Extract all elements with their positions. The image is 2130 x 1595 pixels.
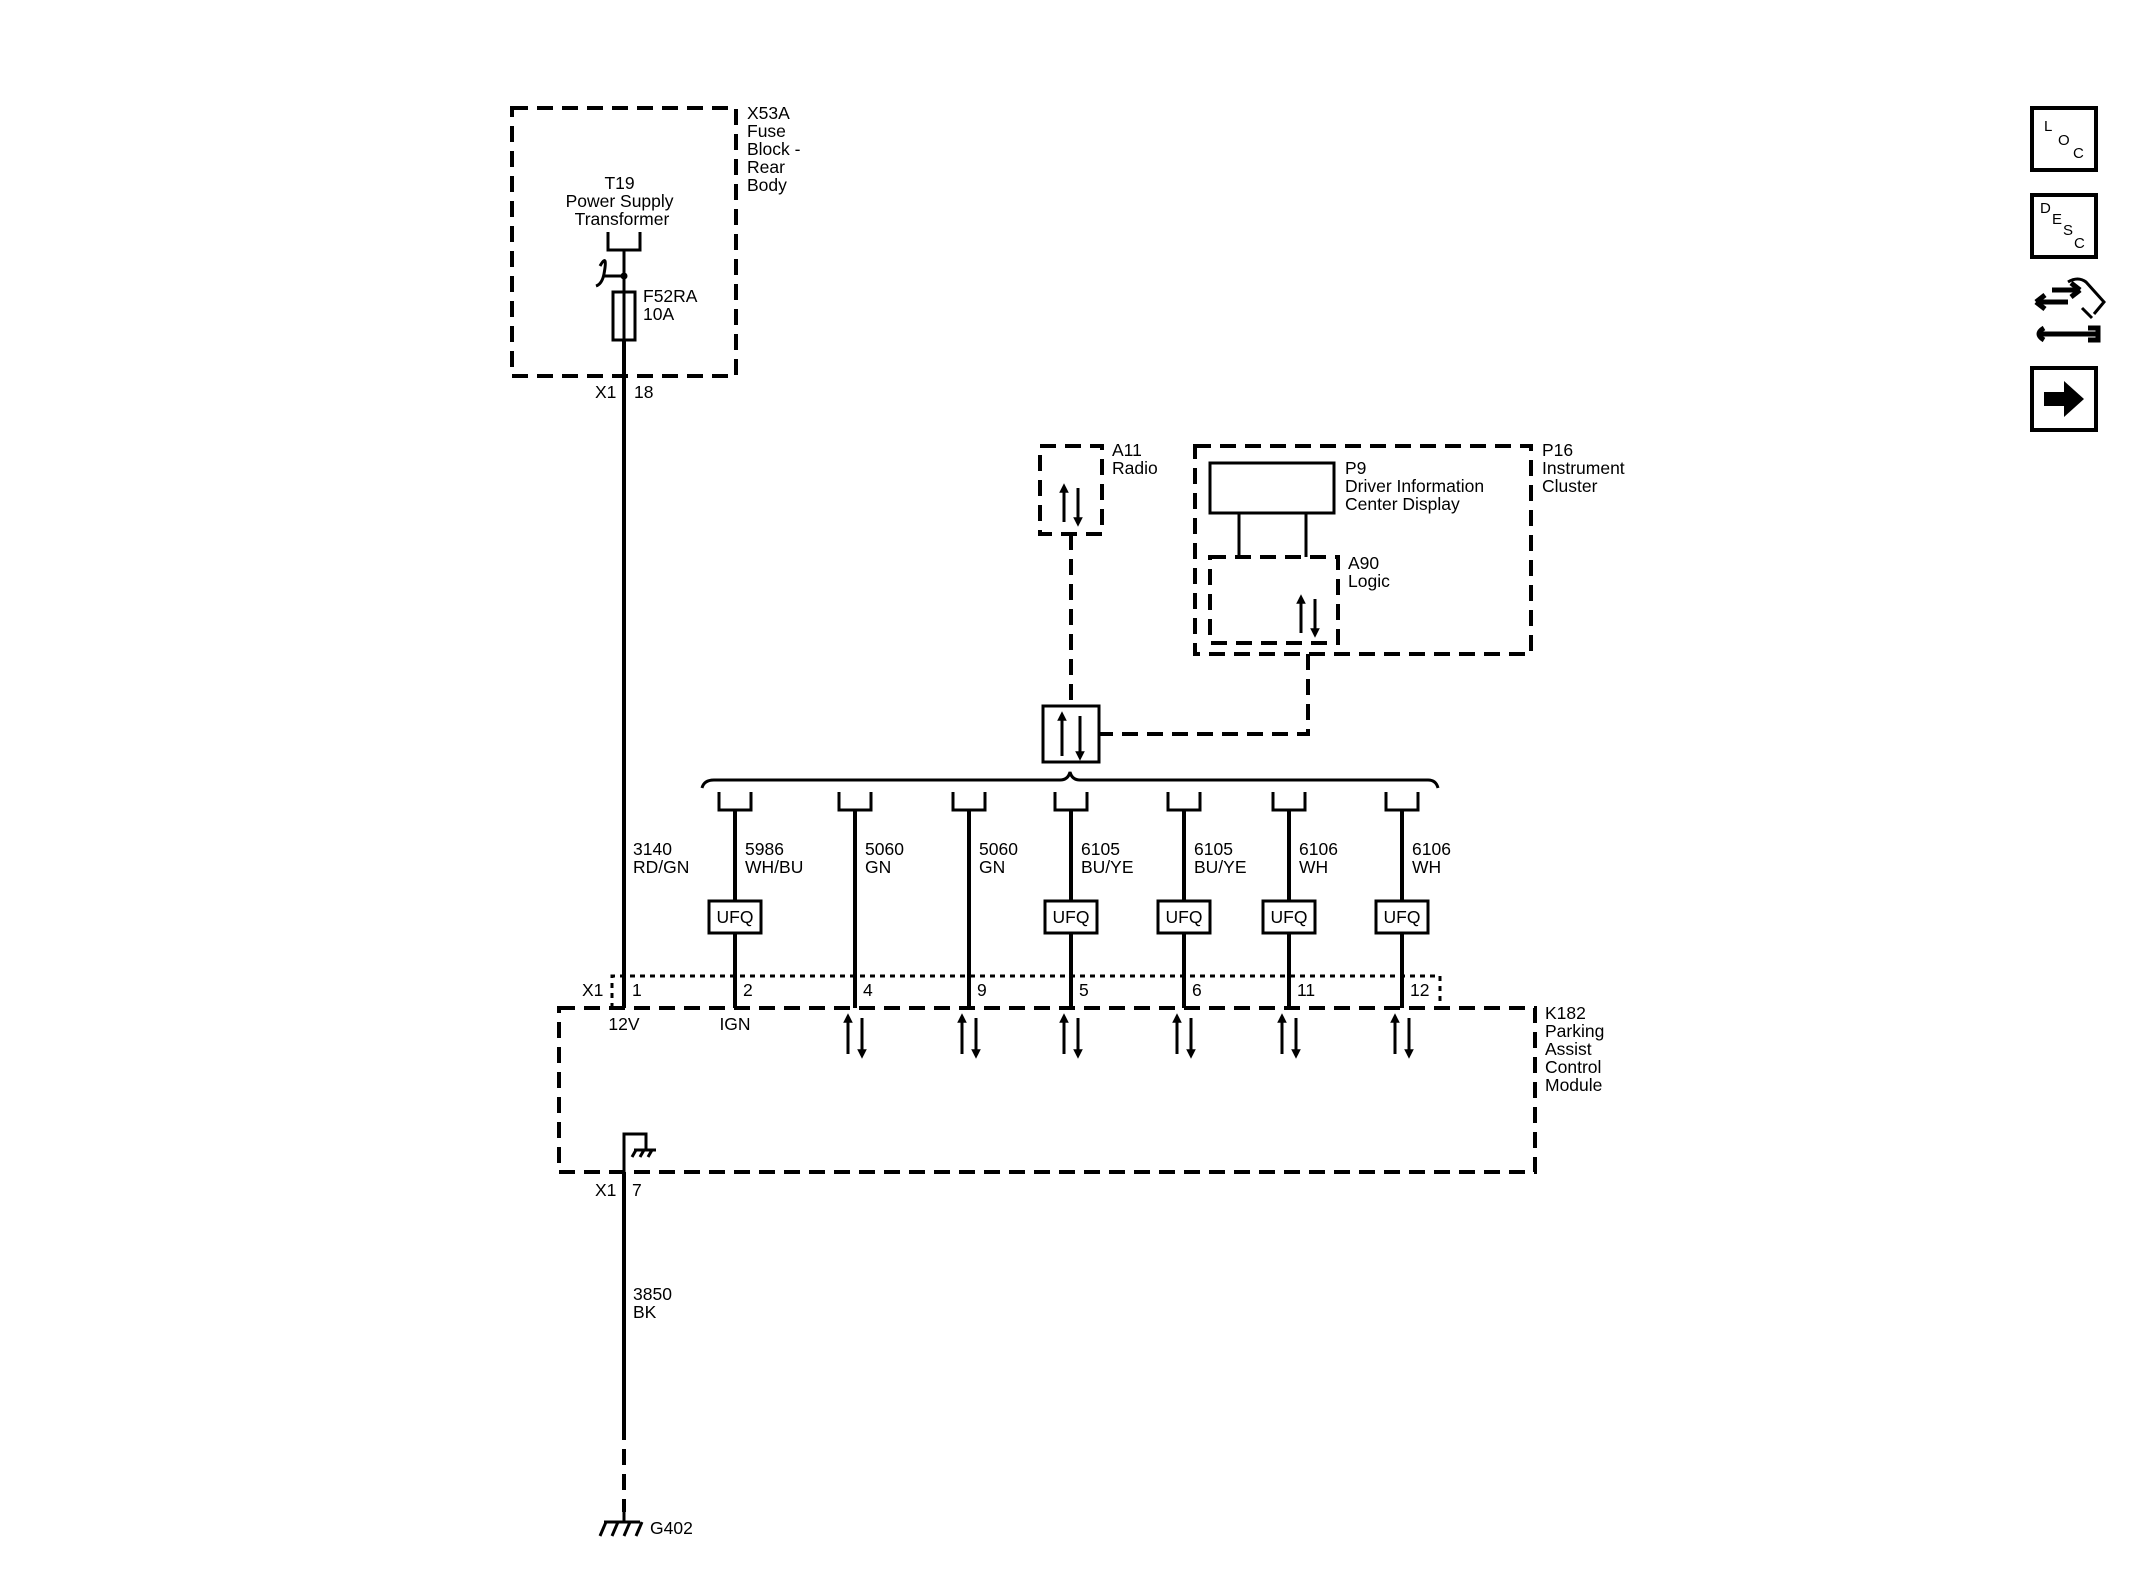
logic-a90	[1208, 555, 1340, 645]
wire-label-pin-6: 6105 BU/YE	[1194, 839, 1247, 877]
loc-button[interactable]: L O C	[2030, 106, 2098, 172]
drop-wire-pin-2: UFQ 5986 WH/BU	[707, 792, 803, 1008]
radio-data-arrows	[1059, 483, 1083, 527]
internal-ground-symbol	[622, 1132, 656, 1172]
svg-text:UFQ: UFQ	[717, 907, 754, 927]
dic-display-p9	[1208, 461, 1336, 515]
data-arrows-pin-6	[1172, 1013, 1196, 1059]
connector-repair-icon	[2034, 277, 2106, 343]
fuse-block-label: X53A Fuse Block - Rear Body	[747, 103, 805, 195]
connector-pin-18: 18	[634, 382, 653, 402]
svg-text:C: C	[2074, 235, 2085, 252]
data-arrows-pin-9	[957, 1013, 981, 1059]
pin-number-5: 5	[1079, 980, 1089, 1000]
fuse-label: F52RA 10A	[643, 286, 701, 324]
wire-label-pin-4: 5060 GN	[865, 839, 909, 877]
desc-button[interactable]: D E S C	[2030, 193, 2098, 259]
svg-text:UFQ: UFQ	[1271, 907, 1308, 927]
serial-data-junction	[1041, 704, 1101, 764]
drop-wire-pin-9: 5060 GN	[951, 792, 1023, 1008]
pin-number-9: 9	[977, 980, 987, 1000]
pin-number-4: 4	[863, 980, 873, 1000]
logic-data-arrows	[1296, 594, 1320, 638]
cluster-label: P16 Instrument Cluster	[1542, 440, 1630, 496]
arrow-right-icon	[2044, 381, 2084, 417]
svg-text:L: L	[2044, 118, 2052, 135]
splice-ufq-pin-6	[1156, 899, 1212, 935]
svg-text:UFQ: UFQ	[1053, 907, 1090, 927]
svg-text:E: E	[2052, 211, 2062, 228]
drop-wire-pin-12: UFQ 6106 WH	[1374, 792, 1456, 1008]
splice-ufq-pin-12	[1374, 899, 1430, 935]
splice-ufq-pin-5	[1043, 899, 1099, 935]
transformer-terminal	[606, 232, 642, 252]
instrument-cluster-p16: P16 Instrument Cluster P9 Driver Informa…	[1193, 440, 1630, 656]
ground-g402: G402	[598, 1512, 693, 1538]
data-arrows-pin-12	[1390, 1013, 1414, 1059]
next-button[interactable]	[2030, 366, 2098, 432]
data-arrows-pin-11	[1277, 1013, 1301, 1059]
pin-label-12v: 12V	[608, 1014, 639, 1034]
splice-ufq-pin-11	[1261, 899, 1317, 935]
harness-brace	[700, 771, 1440, 789]
svg-text:S: S	[2063, 222, 2073, 239]
svg-text:D: D	[2040, 200, 2051, 217]
transformer-switch-symbol	[595, 259, 624, 288]
wire-3850-label: 3850 BK	[633, 1284, 677, 1322]
pin-number-2: 2	[743, 980, 753, 1000]
connector-pin-7: 7	[632, 1180, 642, 1200]
svg-text:UFQ: UFQ	[1166, 907, 1203, 927]
wire-label-pin-11: 6106 WH	[1299, 839, 1343, 877]
radio-label: A11 Radio	[1112, 440, 1158, 478]
pin-number-1: 1	[632, 980, 642, 1000]
logic-label: A90 Logic	[1348, 553, 1390, 591]
pin-number-11: 11	[1297, 980, 1315, 1000]
wire-label-pin-9: 5060 GN	[979, 839, 1023, 877]
transformer-label: T19 Power Supply Transformer	[566, 173, 679, 229]
connector-repair-button[interactable]	[2034, 277, 2106, 343]
wire-label-pin-12: 6106 WH	[1412, 839, 1456, 877]
fuse-block-x53a: X53A Fuse Block - Rear Body T19 Power Su…	[510, 103, 805, 378]
wire-3140-label: 3140 RD/GN	[633, 839, 689, 877]
svg-text:O: O	[2058, 132, 2070, 149]
data-arrows-pin-5	[1059, 1013, 1083, 1059]
cluster-serial-link	[1100, 654, 1310, 736]
ground-label: G402	[650, 1518, 693, 1538]
radio-a11: A11 Radio	[1038, 440, 1158, 536]
pin-label-ign: IGN	[719, 1014, 750, 1034]
drop-wire-pin-11: UFQ 6106 WH	[1261, 792, 1343, 1008]
pin-number-12: 12	[1410, 980, 1429, 1000]
connector-x1-ground: X1	[595, 1180, 616, 1200]
connector-x1-module-label: X1	[582, 980, 603, 1000]
splice-ufq-pin-2	[707, 899, 763, 935]
svg-text:UFQ: UFQ	[1384, 907, 1421, 927]
connector-x1-fuse: X1	[595, 382, 616, 402]
wire-label-pin-2: 5986 WH/BU	[745, 839, 803, 877]
data-arrows-pin-4	[843, 1013, 867, 1059]
svg-text:C: C	[2073, 145, 2084, 162]
wire-label-pin-5: 6105 BU/YE	[1081, 839, 1134, 877]
dic-display-label: P9 Driver Information Center Display	[1345, 458, 1489, 514]
module-label: K182 Parking Assist Control Module	[1545, 1003, 1609, 1095]
pin-number-6: 6	[1192, 980, 1202, 1000]
parking-assist-module-k182: K182 Parking Assist Control Module 12V I…	[557, 1003, 1609, 1174]
